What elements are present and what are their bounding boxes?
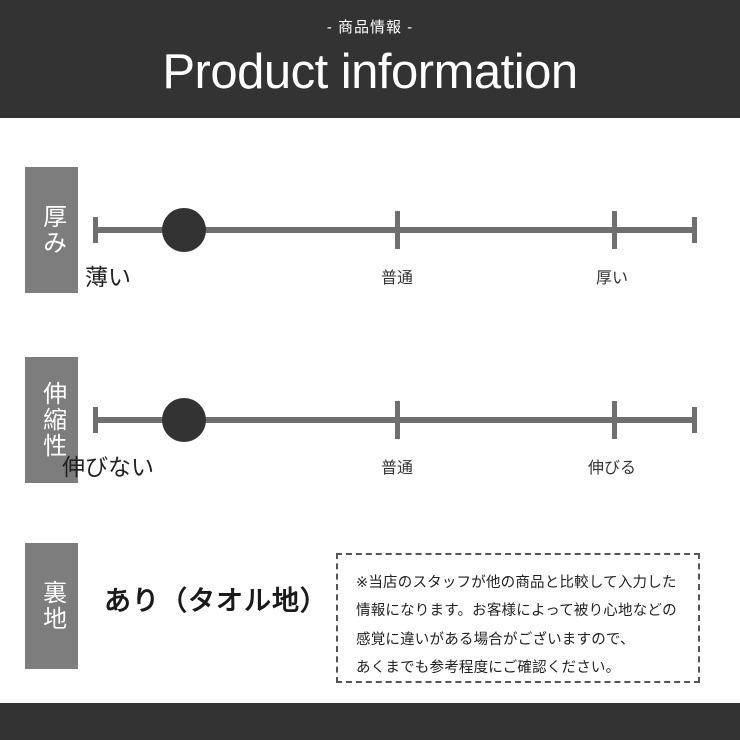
scale-marker-stretch[interactable] [161, 398, 206, 442]
scale-marker-thickness[interactable] [161, 208, 206, 252]
scale-tick-normal [395, 401, 400, 439]
scale-endcap-left [93, 217, 98, 243]
scale-tick-label-thick: 厚い [595, 270, 629, 287]
disclaimer-line: ※当店のスタッフが他の商品と比較して入力した [356, 575, 677, 591]
spec-label-lining: 裏地 [25, 543, 78, 669]
scale-tick-thick [612, 211, 618, 249]
disclaimer-line: 感覚に違いがある場合がございますので、 [356, 631, 635, 648]
spec-label-lining-text: 裏地 [38, 580, 66, 632]
scale-tick-normal [395, 211, 400, 249]
disclaimer-line: あくまでも参考程度にご確認ください。 [356, 659, 621, 676]
scale-endcap-right [692, 217, 697, 243]
spec-row-thickness: 厚み 薄い 普通 厚い [0, 167, 740, 342]
scale-tick-label-stretchy: 伸びる [587, 460, 637, 477]
header-subtitle: - 商品情報 - [326, 19, 414, 36]
scale-endcap-right [692, 407, 697, 433]
scale-tick-stretchy [612, 401, 618, 439]
scale-stretch[interactable] [93, 398, 697, 442]
spec-label-thickness: 厚み [25, 167, 78, 293]
page-title: Product information [162, 45, 578, 99]
spec-row-lining: 裏地 あり（タオル地） ※当店のスタッフが他の商品と比較して入力した 情報になり… [0, 531, 740, 691]
spec-label-thickness-text: 厚み [38, 204, 66, 256]
scale-marker-label-no-stretch: 伸びない [62, 454, 154, 480]
scale-thickness[interactable] [93, 208, 697, 252]
page-header: - 商品情報 - Product information [0, 0, 740, 118]
spec-label-stretch-text: 伸縮性 [38, 381, 66, 459]
spec-row-stretch: 伸縮性 伸びない 普通 伸びる [0, 357, 740, 532]
scale-marker-label-thin: 薄い [85, 264, 131, 290]
scale-endcap-left [93, 407, 98, 433]
spec-value-lining: あり（タオル地） [104, 586, 328, 616]
scale-tick-label-normal: 普通 [380, 460, 414, 477]
disclaimer-line: 情報になります。お客様によって被り心地などの [356, 603, 677, 620]
content-area: 厚み 薄い 普通 厚い 伸縮性 伸びない 普通 伸びる [0, 118, 740, 703]
page-footer-bar [0, 703, 740, 740]
scale-tick-label-normal: 普通 [380, 270, 414, 287]
disclaimer-note-box: ※当店のスタッフが他の商品と比較して入力した 情報になります。お客様によって被り… [336, 553, 700, 683]
spec-label-stretch: 伸縮性 [25, 357, 78, 483]
